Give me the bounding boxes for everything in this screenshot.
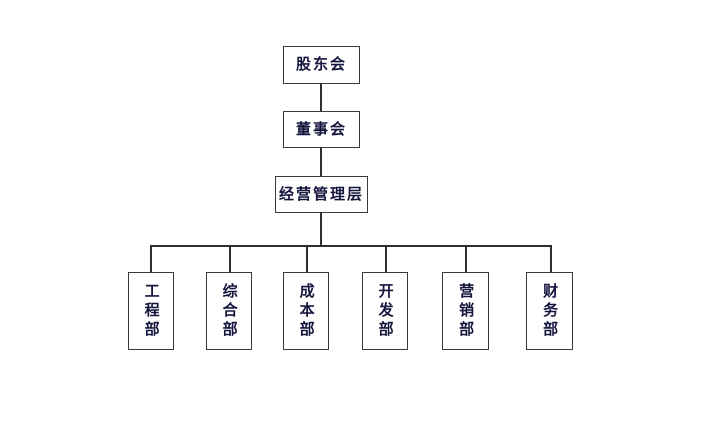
connector-management-to-bus xyxy=(320,213,322,246)
node-general-affairs[interactable]: 综合部 xyxy=(206,272,252,350)
node-engineering[interactable]: 工程部 xyxy=(128,272,174,350)
connector-drop-development xyxy=(385,245,387,272)
node-general-affairs-label: 综合部 xyxy=(220,282,239,340)
connector-bus-horizontal xyxy=(150,245,552,247)
node-engineering-label: 工程部 xyxy=(142,282,161,340)
connector-drop-cost xyxy=(306,245,308,272)
node-management[interactable]: 经营管理层 xyxy=(275,176,368,213)
node-shareholders-label: 股东会 xyxy=(295,55,347,74)
connector-board-to-management xyxy=(320,148,322,176)
node-board-label: 董事会 xyxy=(295,119,347,138)
node-marketing-label: 营销部 xyxy=(457,282,476,340)
node-marketing[interactable]: 营销部 xyxy=(442,272,489,350)
node-management-label: 经营管理层 xyxy=(278,184,364,203)
node-cost-label: 成本部 xyxy=(297,282,316,340)
node-finance[interactable]: 财务部 xyxy=(526,272,573,350)
connector-shareholders-to-board xyxy=(320,84,322,111)
node-board[interactable]: 董事会 xyxy=(283,111,360,148)
node-finance-label: 财务部 xyxy=(541,282,560,340)
connector-drop-general-affairs xyxy=(229,245,231,272)
connector-drop-finance xyxy=(550,245,552,272)
node-development-label: 开发部 xyxy=(376,282,395,340)
connector-drop-marketing xyxy=(465,245,467,272)
node-cost[interactable]: 成本部 xyxy=(283,272,329,350)
connector-drop-engineering xyxy=(150,245,152,272)
node-development[interactable]: 开发部 xyxy=(362,272,408,350)
node-shareholders[interactable]: 股东会 xyxy=(283,46,360,84)
